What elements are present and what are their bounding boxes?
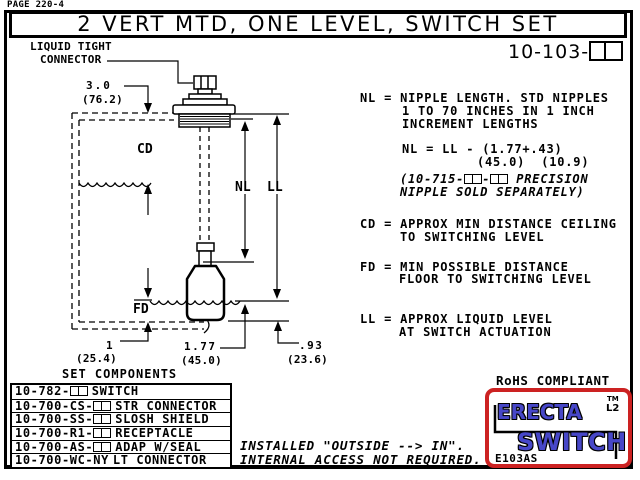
- blank-boxes: [93, 441, 112, 454]
- dim-25-4-mm: (25.4): [76, 352, 117, 365]
- component-row: 10-700-CS- STR CONNECTOR: [12, 398, 230, 413]
- note-nl-line2: 1 TO 70 INCHES IN 1 INCH: [402, 104, 595, 118]
- component-description: SWITCH: [91, 385, 139, 398]
- part-number-prefix: 10-103-: [508, 41, 590, 63]
- dim-45-0-mm: (45.0): [181, 354, 222, 367]
- plug-threads: [180, 116, 229, 125]
- part-number-blank-boxes: [589, 41, 624, 63]
- note-precision-line1: (10-715-- PRECISION: [400, 172, 589, 186]
- logo-word-erecta: ERECTA: [497, 400, 582, 424]
- dim-label-ll: LL: [265, 180, 285, 195]
- dim-76-2-mm: (76.2): [82, 93, 123, 106]
- logo-rev-code: L2: [606, 403, 620, 414]
- dim-1-77: 1.77: [184, 340, 217, 353]
- note-precision-line2: NIPPLE SOLD SEPARATELY): [400, 185, 585, 199]
- component-row: 10-700-SS- SLOSH SHIELD: [12, 412, 230, 426]
- component-part-number: 10-700-CS-: [15, 398, 94, 413]
- component-row: 10-700-AS- ADAP W/SEAL: [12, 439, 230, 454]
- connector-leader-line: [107, 60, 193, 84]
- component-description: ADAP W/SEAL: [115, 439, 202, 454]
- note-cd-line1: CD = APPROX MIN DISTANCE CEILING: [360, 217, 617, 231]
- dim-1: 1: [106, 339, 113, 352]
- page-reference: PAGE 220-4: [7, 0, 65, 10]
- title-bar: 2 VERT MTD, ONE LEVEL, SWITCH SET: [9, 11, 627, 38]
- note-nl-line1: NL = NIPPLE LENGTH. STD NIPPLES: [360, 91, 609, 105]
- note-nl-line3: INCREMENT LENGTHS: [402, 117, 539, 131]
- dim-93: .93: [299, 339, 324, 352]
- blank-boxes: [93, 427, 112, 440]
- set-components-title: SET COMPONENTS: [62, 367, 178, 381]
- tank-boundary-dashed: [71, 112, 204, 330]
- component-part-number: 10-700-AS-: [15, 439, 94, 454]
- logo-drawing-code: E103AS: [495, 452, 538, 465]
- float-switch-shape: [185, 242, 226, 322]
- note-fd-line1: FD = MIN POSSIBLE DISTANCE: [360, 260, 569, 274]
- dim-3-0: 3.0: [86, 79, 112, 92]
- blank-boxes: [490, 172, 509, 186]
- install-note-line2: INTERNAL ACCESS NOT REQUIRED.: [240, 452, 482, 467]
- switching-level-wave: [149, 299, 241, 306]
- component-part-number: 10-700-WC-NY: [15, 453, 109, 468]
- blank-boxes: [93, 400, 112, 413]
- component-description: RECEPTACLE: [115, 426, 194, 440]
- rohs-compliant-label: RoHS COMPLIANT: [496, 373, 610, 388]
- dim-label-fd: FD: [131, 302, 151, 317]
- install-note-line1: INSTALLED "OUTSIDE --> IN".: [240, 438, 465, 453]
- logo-tm-mark: TM: [607, 395, 619, 403]
- note-cd-line2: TO SWITCHING LEVEL: [400, 230, 545, 244]
- note-formula-line1: NL = LL - (1.77+.43): [402, 142, 563, 156]
- component-part-number: 10-700-R1-: [15, 426, 94, 440]
- part-number: 10-103-: [508, 41, 624, 63]
- blank-boxes: [69, 385, 88, 398]
- dimension-arrowheads: [144, 103, 282, 332]
- blank-boxes: [464, 172, 483, 186]
- nipple-dashed-stem: [199, 127, 210, 243]
- note-ll-line1: LL = APPROX LIQUID LEVEL: [360, 312, 553, 326]
- logo-word-switch: SWITCH: [517, 428, 627, 456]
- component-description: STR CONNECTOR: [115, 398, 217, 413]
- component-description: LT CONNECTOR: [112, 453, 207, 468]
- note-fd-line2: FLOOR TO SWITCHING LEVEL: [399, 272, 592, 286]
- dim-label-nl: NL: [233, 180, 253, 195]
- component-part-number: 10-782-: [15, 385, 70, 398]
- logo-frame-line: [493, 405, 618, 459]
- connector-label-line1: LIQUID TIGHT: [30, 40, 112, 53]
- component-part-number: 10-700-SS-: [15, 412, 94, 427]
- connector-label-line2: CONNECTOR: [40, 53, 102, 66]
- dim-23-6-mm: (23.6): [287, 353, 328, 366]
- page-title: 2 VERT MTD, ONE LEVEL, SWITCH SET: [77, 12, 559, 36]
- note-ll-line2: AT SWITCH ACTUATION: [399, 325, 552, 339]
- erecta-switch-logo: ERECTA SWITCH TM L2 E103AS: [485, 388, 632, 468]
- dim-label-cd: CD: [137, 142, 153, 157]
- blank-boxes: [93, 413, 112, 426]
- liquid-level-wave-left: [78, 181, 152, 188]
- component-description: SLOSH SHIELD: [115, 412, 210, 427]
- note-formula-line2: (45.0) (10.9): [477, 155, 590, 169]
- component-row: 10-700-R1- RECEPTACLE: [12, 426, 230, 440]
- component-row: 10-782- SWITCH: [12, 385, 230, 399]
